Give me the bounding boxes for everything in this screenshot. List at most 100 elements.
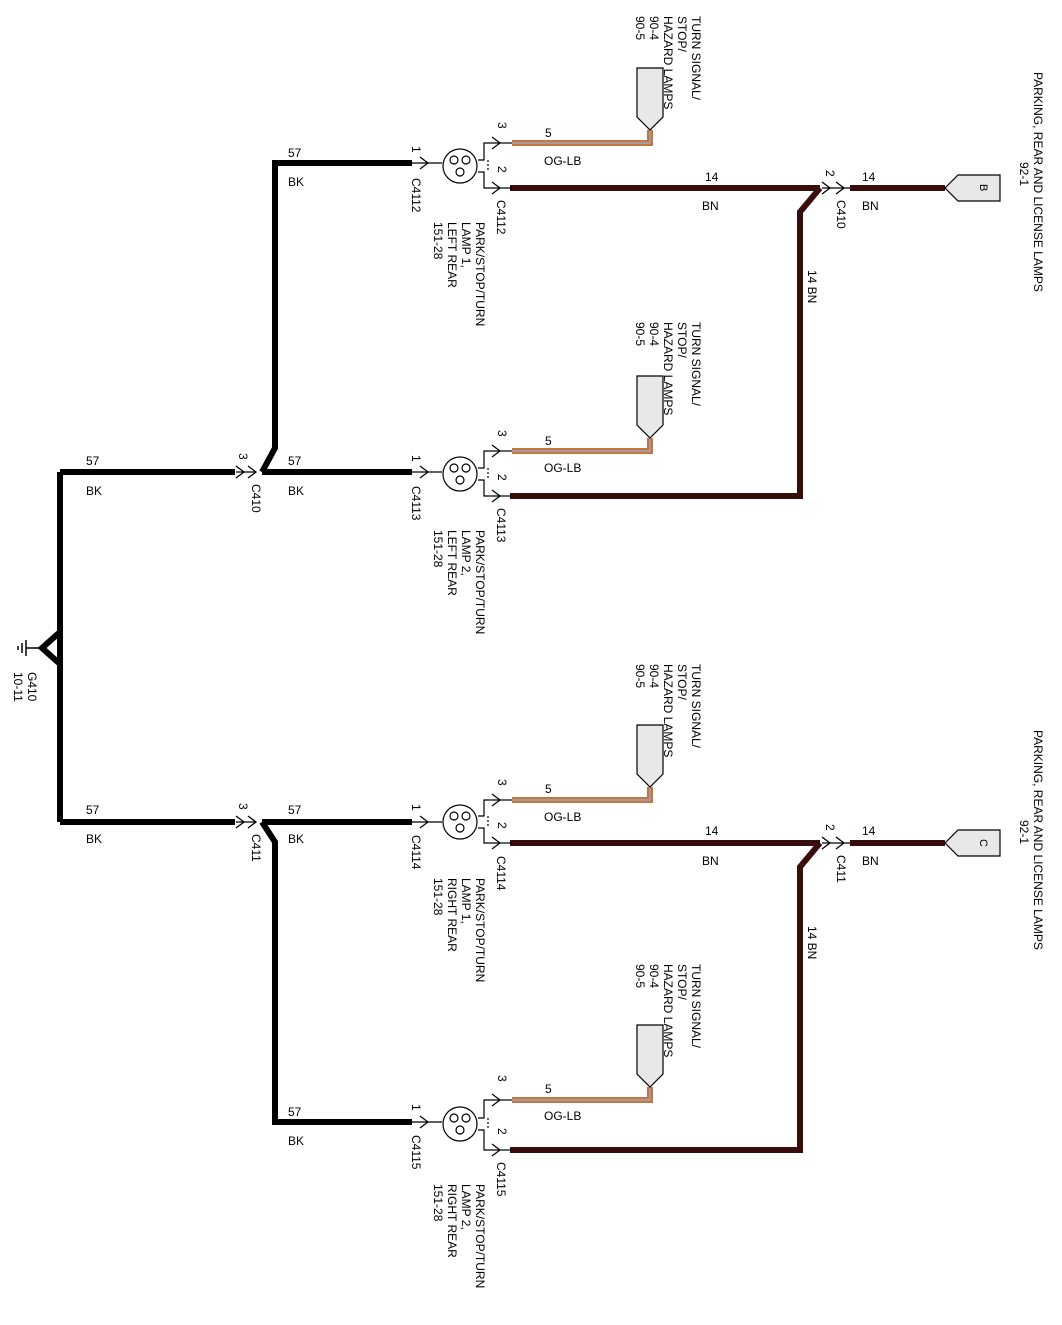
bn-gauge-label: 14 <box>705 824 719 838</box>
ground-bus <box>57 160 412 1125</box>
svg-text:LAMP 2,: LAMP 2, <box>459 1184 473 1230</box>
svg-text:STOP/: STOP/ <box>675 322 689 358</box>
turn-ref-flag <box>636 1024 664 1088</box>
svg-text:90-4: 90-4 <box>647 664 661 688</box>
svg-text:3: 3 <box>495 122 509 129</box>
parking-ref-title: PARKING, REAR AND LICENSE LAMPS <box>1031 72 1045 292</box>
svg-text:TURN SIGNAL/: TURN SIGNAL/ <box>689 322 703 407</box>
og-gauge-label: 5 <box>545 126 552 140</box>
svg-text:PARK/STOP/TURN: PARK/STOP/TURN <box>473 1184 487 1288</box>
connector-id: C4113 <box>409 486 423 521</box>
bk-gauge-label: 57 <box>288 454 302 468</box>
splice-id: C410 <box>834 200 848 229</box>
svg-text:151-28: 151-28 <box>431 1184 445 1222</box>
svg-text:TURN SIGNAL/: TURN SIGNAL/ <box>689 16 703 101</box>
og-wire-c4114 <box>512 787 653 803</box>
ground-ref: 10-11 <box>11 672 25 702</box>
splice-id: C411 <box>249 834 263 862</box>
svg-text:RIGHT REAR: RIGHT REAR <box>445 1184 459 1258</box>
svg-text:2: 2 <box>495 1128 509 1135</box>
bk-gauge-label: 57 <box>288 146 302 160</box>
connector-id: C4112 <box>409 178 423 213</box>
parking-ref-page: 92-1 <box>1017 820 1031 844</box>
bk-gauge-label: 57 <box>86 454 100 468</box>
bn-code-label: BN <box>702 854 719 868</box>
svg-text:1: 1 <box>409 804 423 811</box>
lamp-c4113-symbol <box>412 444 512 503</box>
bn-wires <box>510 185 945 1153</box>
svg-text:LAMP 1,: LAMP 1, <box>459 222 473 268</box>
svg-text:3: 3 <box>495 779 509 786</box>
turn-ref-text-3: TURN SIGNAL/ STOP/ HAZARD LAMPS 90-4 90-… <box>633 664 703 757</box>
bn-code-label: BN <box>862 199 879 213</box>
svg-text:1: 1 <box>409 455 423 462</box>
svg-text:HAZARD LAMPS: HAZARD LAMPS <box>661 964 675 1057</box>
bn-splice-c410 <box>821 181 850 195</box>
ref-flag-b <box>944 174 1001 202</box>
og-code-label: OG-LB <box>544 810 581 824</box>
bk-wire-c4115 <box>259 820 412 1125</box>
svg-text:PARK/STOP/TURN: PARK/STOP/TURN <box>473 222 487 326</box>
svg-text:RIGHT REAR: RIGHT REAR <box>445 878 459 952</box>
svg-text:PARK/STOP/TURN: PARK/STOP/TURN <box>473 878 487 982</box>
parking-ref-page: 92-1 <box>1017 162 1031 186</box>
lamp-c4115-symbol <box>412 1093 512 1157</box>
svg-text:90-4: 90-4 <box>647 16 661 40</box>
connector-id: C4115 <box>409 1135 423 1170</box>
og-gauge-label: 5 <box>545 1082 552 1096</box>
bk-gauge-label: 57 <box>86 803 100 817</box>
svg-text:90-4: 90-4 <box>647 964 661 988</box>
ref-flag-letter: B <box>977 184 989 191</box>
og-wires <box>512 130 653 1103</box>
ground-splice-c410 <box>235 465 258 479</box>
splice-pin: 2 <box>823 170 837 177</box>
svg-text:2: 2 <box>495 474 509 481</box>
og-wire-c4115 <box>512 1087 653 1103</box>
svg-text:2: 2 <box>495 166 509 173</box>
bk-code-label: BK <box>288 832 304 846</box>
svg-text:LEFT REAR: LEFT REAR <box>445 222 459 288</box>
bn-wire-c4115 <box>510 841 823 1153</box>
lamp-c4112-symbol <box>412 136 512 195</box>
bn-wire-c4113 <box>510 186 823 499</box>
bk-code-label: BK <box>86 484 102 498</box>
bn-code-label: BN <box>862 854 879 868</box>
lamp-desc-c4115: PARK/STOP/TURN LAMP 2, RIGHT REAR 151-28 <box>431 1184 487 1288</box>
ground-g410-symbol <box>17 629 62 667</box>
bn-gauge-label: 14 <box>862 170 876 184</box>
svg-text:PARK/STOP/TURN: PARK/STOP/TURN <box>473 530 487 634</box>
splice-id: C411 <box>834 855 848 883</box>
svg-text:STOP/: STOP/ <box>675 664 689 700</box>
svg-text:151-28: 151-28 <box>431 222 445 260</box>
lamp-desc-c4114: PARK/STOP/TURN LAMP 1, RIGHT REAR 151-28 <box>431 878 487 982</box>
bn-gauge-label: 14 <box>705 170 719 184</box>
bk-code-label: BK <box>288 1134 304 1148</box>
bk-wire-c4112 <box>259 160 412 474</box>
svg-text:HAZARD LAMPS: HAZARD LAMPS <box>661 16 675 109</box>
splice-pin: 2 <box>823 824 837 831</box>
svg-text:STOP/: STOP/ <box>675 964 689 1000</box>
turn-ref-flag <box>636 724 664 788</box>
connector-id: C4115 <box>494 1162 508 1197</box>
svg-text:90-5: 90-5 <box>633 16 647 40</box>
ground-splice-c411 <box>235 815 258 829</box>
svg-text:90-4: 90-4 <box>647 322 661 346</box>
ref-flag-letter: C <box>977 839 989 847</box>
lamp-desc-c4112: PARK/STOP/TURN LAMP 1, LEFT REAR 151-28 <box>431 222 487 326</box>
svg-text:TURN SIGNAL/: TURN SIGNAL/ <box>689 964 703 1049</box>
bk-code-label: BK <box>86 832 102 846</box>
parking-ref-title: PARKING, REAR AND LICENSE LAMPS <box>1031 730 1045 950</box>
svg-text:STOP/: STOP/ <box>675 16 689 52</box>
lamp-pin-numbers: 1 3 2 1 3 2 1 3 2 1 3 2 <box>409 122 509 1135</box>
svg-text:TURN SIGNAL/: TURN SIGNAL/ <box>689 664 703 749</box>
turn-ref-flag <box>636 67 664 131</box>
lamp-desc-c4113: PARK/STOP/TURN LAMP 2, LEFT REAR 151-28 <box>431 530 487 634</box>
og-gauge-label: 5 <box>545 434 552 448</box>
bk-code-label: BK <box>288 484 304 498</box>
svg-text:151-28: 151-28 <box>431 530 445 568</box>
svg-text:LAMP 2,: LAMP 2, <box>459 530 473 576</box>
svg-text:2: 2 <box>495 822 509 829</box>
bn-vertical-label: 14 BN <box>805 270 819 303</box>
ground-id: G410 <box>25 672 39 702</box>
